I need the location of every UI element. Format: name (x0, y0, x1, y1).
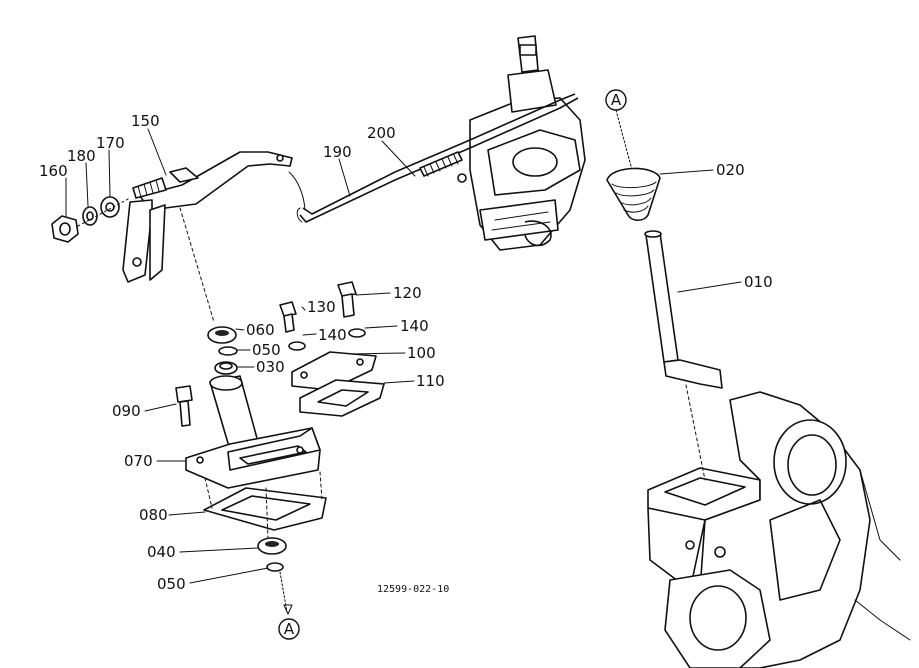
label-180: 180 (67, 147, 96, 165)
reference-marker-a-bottom-label: A (284, 620, 295, 638)
governor-lever-150-drawing (122, 151, 293, 323)
label-160: 160 (39, 162, 68, 180)
label-040: 040 (147, 543, 176, 561)
label-140-left: 140 (318, 326, 347, 344)
part-labels: 160 180 170 150 190 200 020 010 130 120 … (39, 112, 773, 595)
label-090: 090 (112, 402, 141, 420)
nut-washers-160-170-180-drawing (51, 196, 131, 243)
label-170: 170 (96, 134, 125, 152)
leader-lines (65, 128, 742, 584)
label-140-right: 140 (400, 317, 429, 335)
label-020: 020 (716, 161, 745, 179)
label-100: 100 (407, 344, 436, 362)
reference-marker-a-top-label: A (611, 91, 622, 109)
label-030: 030 (256, 358, 285, 376)
label-150: 150 (131, 112, 160, 130)
label-010: 010 (744, 273, 773, 291)
label-050-bottom: 050 (157, 575, 186, 593)
reference-marker-a-bottom: A (278, 618, 300, 640)
carburetor-drawing (469, 35, 586, 251)
label-130: 130 (307, 298, 336, 316)
label-120: 120 (393, 284, 422, 302)
drawing-code: 12599-022-10 (377, 584, 449, 595)
label-110: 110 (416, 372, 445, 390)
engine-block-drawing (647, 391, 911, 668)
cover-plate-100-110-drawing (279, 281, 385, 417)
label-080: 080 (139, 506, 168, 524)
label-200: 200 (367, 124, 396, 142)
label-060: 060 (246, 321, 275, 339)
label-050-top: 050 (252, 341, 281, 359)
control-rods-190-200-drawing (288, 93, 579, 223)
governor-shaft-010-drawing (606, 109, 723, 481)
label-070: 070 (124, 452, 153, 470)
reference-marker-a-top: A (605, 89, 627, 111)
label-190: 190 (323, 143, 352, 161)
governor-housing-parts-drawing (175, 326, 327, 615)
